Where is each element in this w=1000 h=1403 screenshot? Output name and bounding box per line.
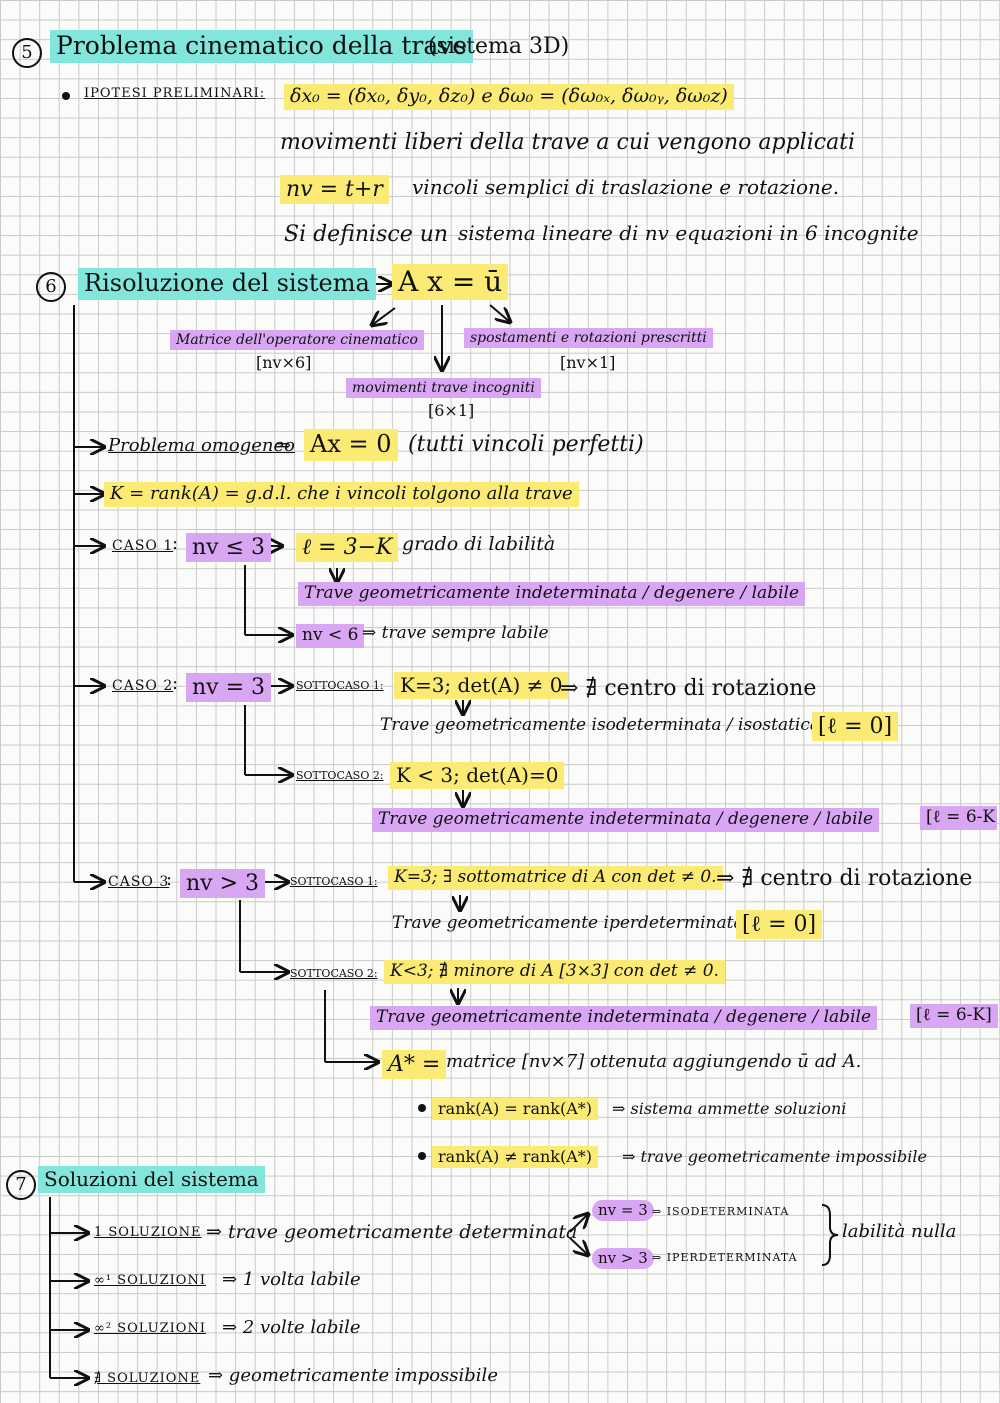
matrix-label: Matrice dell'operatore cinematico <box>170 330 424 351</box>
colon: : <box>166 869 173 890</box>
hypotheses-formula: δx₀ = (δx₀, δy₀, δz₀) e δω₀ = (δω₀ₓ, δω₀… <box>284 84 734 110</box>
rank-definition: K = rank(A) = g.d.l. che i vincoli tolgo… <box>104 482 579 507</box>
case-2-subcase-1-condition: K=3; det(A) ≠ 0 <box>394 672 569 699</box>
case-1-sub-result: ⇒ trave sempre labile <box>362 623 549 643</box>
case-3-subcase-1-result: Trave geometricamente iperdeterminata <box>392 913 744 933</box>
case-2-subcase-2-result: Trave geometricamente indeterminata / de… <box>372 808 880 832</box>
rank-different-result: ⇒ trave geometricamente impossibile <box>622 1147 927 1166</box>
matrix-dimension: [nv×6] <box>256 353 312 372</box>
case-2-subcase-2-condition: K < 3; det(A)=0 <box>390 762 565 789</box>
case-3-condition: nv > 3 <box>180 869 266 899</box>
one-solution-label: 1 SOLUZIONE <box>94 1225 202 1240</box>
zero-lability-label: labilità nulla <box>842 1221 957 1242</box>
case-2-subcase-2-lability: [ℓ = 6-K <box>920 806 998 830</box>
nv-formula: nv = t+r <box>280 175 389 205</box>
section-number-7: 7 <box>6 1170 36 1200</box>
case-2-subcase-1-lability: [ℓ = 0] <box>812 712 899 742</box>
bullet <box>62 92 70 100</box>
case-1-sub-result-text: trave sempre labile <box>381 623 549 643</box>
colon: : <box>172 533 179 554</box>
section-7-title: Soluzioni del sistema <box>38 1166 265 1193</box>
case-2-subcase-1-result: Trave geometricamente isodeterminata / i… <box>380 715 821 735</box>
hypotheses-label: IPOTESI PRELIMINARI: <box>84 86 266 101</box>
case-3-subcase-1-lability: [ℓ = 0] <box>736 910 823 940</box>
case-2-label: CASO 2 <box>112 678 174 694</box>
section-number-6: 6 <box>36 272 66 302</box>
case-3-subcase-2-lability: [ℓ = 6-K] <box>910 1004 998 1028</box>
case-2-condition: nv = 3 <box>186 673 272 703</box>
case-2-subcase-2-label: SOTTOCASO 2: <box>296 769 384 782</box>
augmented-matrix-label: A* = <box>382 1050 447 1080</box>
bullet <box>418 1152 426 1160</box>
homogeneous-problem-label: Problema omogeneo <box>108 435 296 456</box>
section-number-5: 5 <box>12 38 42 68</box>
iper-condition: nv > 3 <box>592 1248 654 1270</box>
hypotheses-line-2: movimenti liberi della trave a cui vengo… <box>280 130 856 155</box>
one-solution-result: ⇒ trave geometricamente determinata <box>206 1221 578 1243</box>
homogeneous-note: (tutti vincoli perfetti) <box>408 432 644 457</box>
no-solution-label: ∄ SOLUZIONE <box>94 1371 201 1386</box>
rank-different-condition: rank(A) ≠ rank(A*) <box>432 1146 599 1169</box>
case-1-sub-condition: nv < 6 <box>296 624 365 648</box>
augmented-matrix-description: matrice [nv×7] ottenuta aggiungendo ū ad… <box>446 1051 862 1072</box>
bullet <box>418 1104 426 1112</box>
case-2-subcase-1-arrow: ⇒ ∄ centro di rotazione <box>560 676 817 701</box>
displacements-label: spostamenti e rotazioni prescritti <box>464 328 713 349</box>
case-1-condition: nv ≤ 3 <box>186 533 272 563</box>
rank-equal-condition: rank(A) = rank(A*) <box>432 1098 599 1121</box>
inf1-solutions-result: ⇒ 1 volta labile <box>222 1269 361 1290</box>
rank-equal-result: ⇒ sistema ammette soluzioni <box>612 1099 847 1118</box>
inf1-solutions-label: ∞¹ SOLUZIONI <box>94 1273 206 1288</box>
homogeneous-equation: Ax = 0 <box>304 429 398 461</box>
section-5-title: Problema cinematico della trave <box>50 30 474 63</box>
case-1-grado: grado di labilità <box>402 533 556 555</box>
case-1-result: Trave geometricamente indeterminata / de… <box>298 582 806 606</box>
inf2-solutions-result: ⇒ 2 volte labile <box>222 1317 361 1338</box>
case-1-lability: ℓ = 3−K <box>296 533 399 563</box>
movements-label: movimenti trave incogniti <box>346 378 541 399</box>
displacements-dimension: [nv×1] <box>560 353 616 372</box>
inf2-solutions-label: ∞² SOLUZIONI <box>94 1321 206 1336</box>
iper-result: ⇒ IPERDETERMINATA <box>652 1251 798 1264</box>
system-equation: A x = ū <box>392 264 509 301</box>
colon: : <box>172 673 179 694</box>
case-3-subcase-1-arrow: ⇒ ∄ centro di rotazione <box>716 866 973 891</box>
case-3-subcase-1-label: SOTTOCASO 1: <box>290 875 378 888</box>
no-solution-result: ⇒ geometricamente impossibile <box>208 1365 498 1386</box>
case-3-label: CASO 3 <box>108 874 170 890</box>
iso-result: ⇒ ISODETERMINATA <box>652 1205 790 1218</box>
section-6-title: Risoluzione del sistema <box>78 268 376 300</box>
movements-dimension: [6×1] <box>428 401 475 420</box>
hypotheses-line-3: vincoli semplici di traslazione e rotazi… <box>412 175 840 199</box>
hypotheses-line-4a: Si definisce un <box>284 222 449 247</box>
hypotheses-line-4b: sistema lineare di nv equazioni in 6 inc… <box>458 221 919 245</box>
case-2-subcase-1-label: SOTTOCASO 1: <box>296 679 384 692</box>
section-5-subtitle: (sistema 3D) <box>428 34 570 59</box>
implies-arrow: ⇒ <box>276 435 292 456</box>
case-3-subcase-1-condition: K=3; ∃ sottomatrice di A con det ≠ 0. <box>388 866 723 890</box>
case-3-subcase-2-label: SOTTOCASO 2: <box>290 967 378 980</box>
case-3-subcase-2-condition: K<3; ∄ minore di A [3×3] con det ≠ 0. <box>384 960 725 984</box>
case-1-label: CASO 1 <box>112 538 174 554</box>
iso-condition: nv = 3 <box>592 1200 654 1222</box>
case-3-subcase-2-result: Trave geometricamente indeterminata / de… <box>370 1006 878 1030</box>
